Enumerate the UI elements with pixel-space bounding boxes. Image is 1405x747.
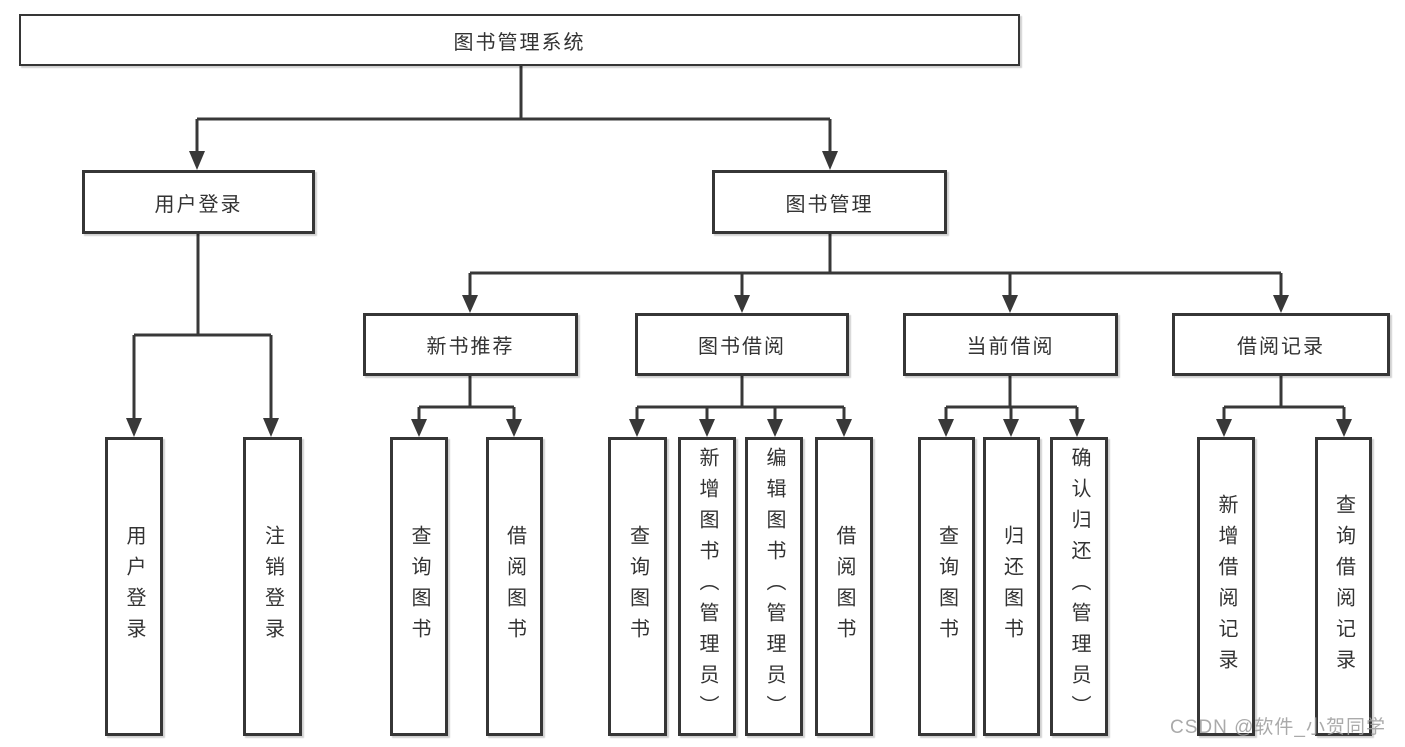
leaf-query-books-current: 查询图书 — [918, 437, 975, 736]
arrowhead-icon — [189, 151, 838, 170]
node-label: 注销登录 — [261, 524, 284, 649]
node-label: 新增借阅记录 — [1215, 493, 1237, 680]
leaf-add-borrow-record: 新增借阅记录 — [1197, 437, 1255, 736]
connector-line — [635, 376, 846, 421]
node-label: 归还图书 — [1000, 524, 1023, 649]
leaf-query-books-recommend: 查询图书 — [390, 437, 448, 736]
node-label: 借阅记录 — [1237, 336, 1325, 358]
connector-line — [132, 234, 273, 420]
leaf-query-books-borrow: 查询图书 — [608, 437, 667, 736]
leaf-return-book: 归还图书 — [983, 437, 1040, 736]
connector-line — [1222, 376, 1346, 421]
node-user-login: 用户登录 — [82, 170, 315, 234]
node-label: 借阅图书 — [503, 524, 526, 649]
node-label: 新书推荐 — [426, 336, 515, 358]
arrowhead-icon — [938, 419, 1085, 437]
leaf-borrow-books-recommend: 借阅图书 — [486, 437, 543, 736]
connector-group-root — [189, 66, 838, 170]
node-new-book-recommend: 新书推荐 — [363, 313, 578, 376]
connector-group-book-mgmt — [462, 234, 1289, 313]
connector-line — [195, 66, 832, 153]
connector-group-user-login — [126, 234, 279, 437]
leaf-add-book-admin: 新增图书（管理员） — [678, 437, 736, 736]
node-label: 用户登录 — [123, 524, 145, 649]
csdn-watermark: CSDN @软件_小贺同学 — [1170, 717, 1386, 738]
connector-group-new-book — [411, 376, 522, 437]
node-label: 用户登录 — [154, 193, 243, 216]
node-book-mgmt: 图书管理 — [712, 170, 947, 234]
node-label: 查询借阅记录 — [1332, 493, 1355, 680]
node-label: 图书管理系统 — [453, 31, 586, 54]
node-borrow-records: 借阅记录 — [1172, 313, 1390, 376]
leaf-logout: 注销登录 — [243, 437, 302, 736]
arrowhead-icon — [629, 419, 852, 437]
connector-line — [944, 376, 1079, 421]
arrowhead-icon — [411, 419, 522, 437]
node-label: 查询图书 — [626, 524, 649, 649]
node-label: 确认归还（管理员） — [1068, 447, 1090, 726]
node-book-borrow: 图书借阅 — [635, 313, 849, 376]
leaf-edit-book-admin: 编辑图书（管理员） — [745, 437, 803, 736]
connector-line — [417, 376, 516, 421]
node-label: 新增图书（管理员） — [696, 447, 718, 726]
connector-group-current-borrow — [938, 376, 1085, 437]
connector-group-borrow-records — [1216, 376, 1352, 437]
node-label: 当前借阅 — [966, 336, 1055, 358]
arrowhead-icon — [462, 295, 1289, 313]
connector-line — [468, 234, 1283, 297]
leaf-user-login: 用户登录 — [105, 437, 163, 736]
leaf-borrow-books: 借阅图书 — [815, 437, 873, 736]
node-label: 图书管理 — [785, 193, 874, 216]
leaf-confirm-return-admin: 确认归还（管理员） — [1050, 437, 1108, 736]
node-label: 编辑图书（管理员） — [763, 447, 785, 726]
node-current-borrow: 当前借阅 — [903, 313, 1118, 376]
leaf-query-borrow-record: 查询借阅记录 — [1315, 437, 1372, 736]
arrowhead-icon — [126, 418, 279, 437]
connector-group-book-borrow — [629, 376, 852, 437]
node-label: 查询图书 — [935, 524, 958, 649]
node-label: 图书借阅 — [698, 336, 786, 358]
arrowhead-icon — [1216, 419, 1352, 437]
node-label: 查询图书 — [408, 524, 430, 649]
node-label: 借阅图书 — [833, 524, 855, 649]
node-library-system: 图书管理系统 — [19, 14, 1020, 66]
